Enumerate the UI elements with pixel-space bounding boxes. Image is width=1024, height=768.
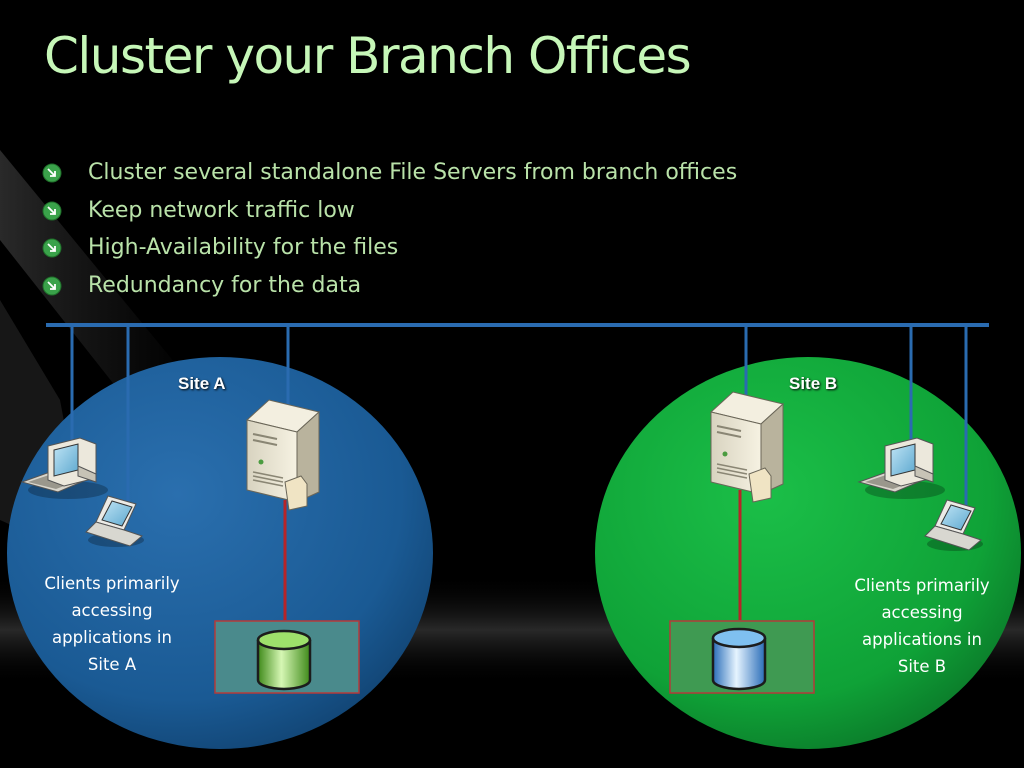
disk-storage-icon (256, 629, 312, 691)
slide-title: Cluster your Branch Offices (44, 27, 692, 85)
bullet-item: High-Availability for the files (42, 229, 737, 267)
bullet-text: Redundancy for the data (88, 272, 362, 298)
site-a-label: Site A (178, 374, 226, 393)
arrow-bullet-icon (42, 238, 62, 258)
caption-line: Site B (897, 657, 947, 676)
caption-line: Clients primarily (854, 576, 990, 595)
bullet-text: Cluster several standalone File Servers … (88, 160, 738, 185)
caption-line: accessing (881, 603, 963, 622)
file-server-icon (709, 391, 785, 503)
caption-line: accessing (71, 601, 153, 620)
file-server-icon (245, 399, 321, 511)
laptop-icon (85, 495, 144, 547)
arrow-bullet-icon (42, 276, 62, 295)
bullet-text: High-Availability for the files (88, 235, 399, 260)
caption-line: applications in (52, 628, 172, 647)
desktop-computer-icon (857, 437, 945, 499)
site-a-caption: Clients primarily accessing applications… (32, 570, 192, 678)
laptop-icon (924, 499, 983, 551)
site-b-caption: Clients primarily accessing applications… (842, 572, 1002, 680)
site-b-label: Site B (789, 374, 838, 393)
arrow-bullet-icon (42, 163, 62, 183)
bullet-item: Cluster several standalone File Servers … (42, 154, 737, 192)
caption-line: Site A (87, 655, 137, 674)
bullet-item: Keep network traffic low (42, 192, 737, 230)
desktop-computer-icon (20, 437, 108, 499)
caption-line: applications in (862, 630, 982, 649)
caption-line: Clients primarily (44, 574, 180, 593)
arrow-bullet-icon (42, 201, 62, 220)
disk-storage-icon (711, 627, 767, 691)
bullet-item: Redundancy for the data (42, 267, 737, 305)
bullet-text: Keep network traffic low (88, 197, 355, 223)
bullet-list: Cluster several standalone File Servers … (42, 154, 737, 304)
